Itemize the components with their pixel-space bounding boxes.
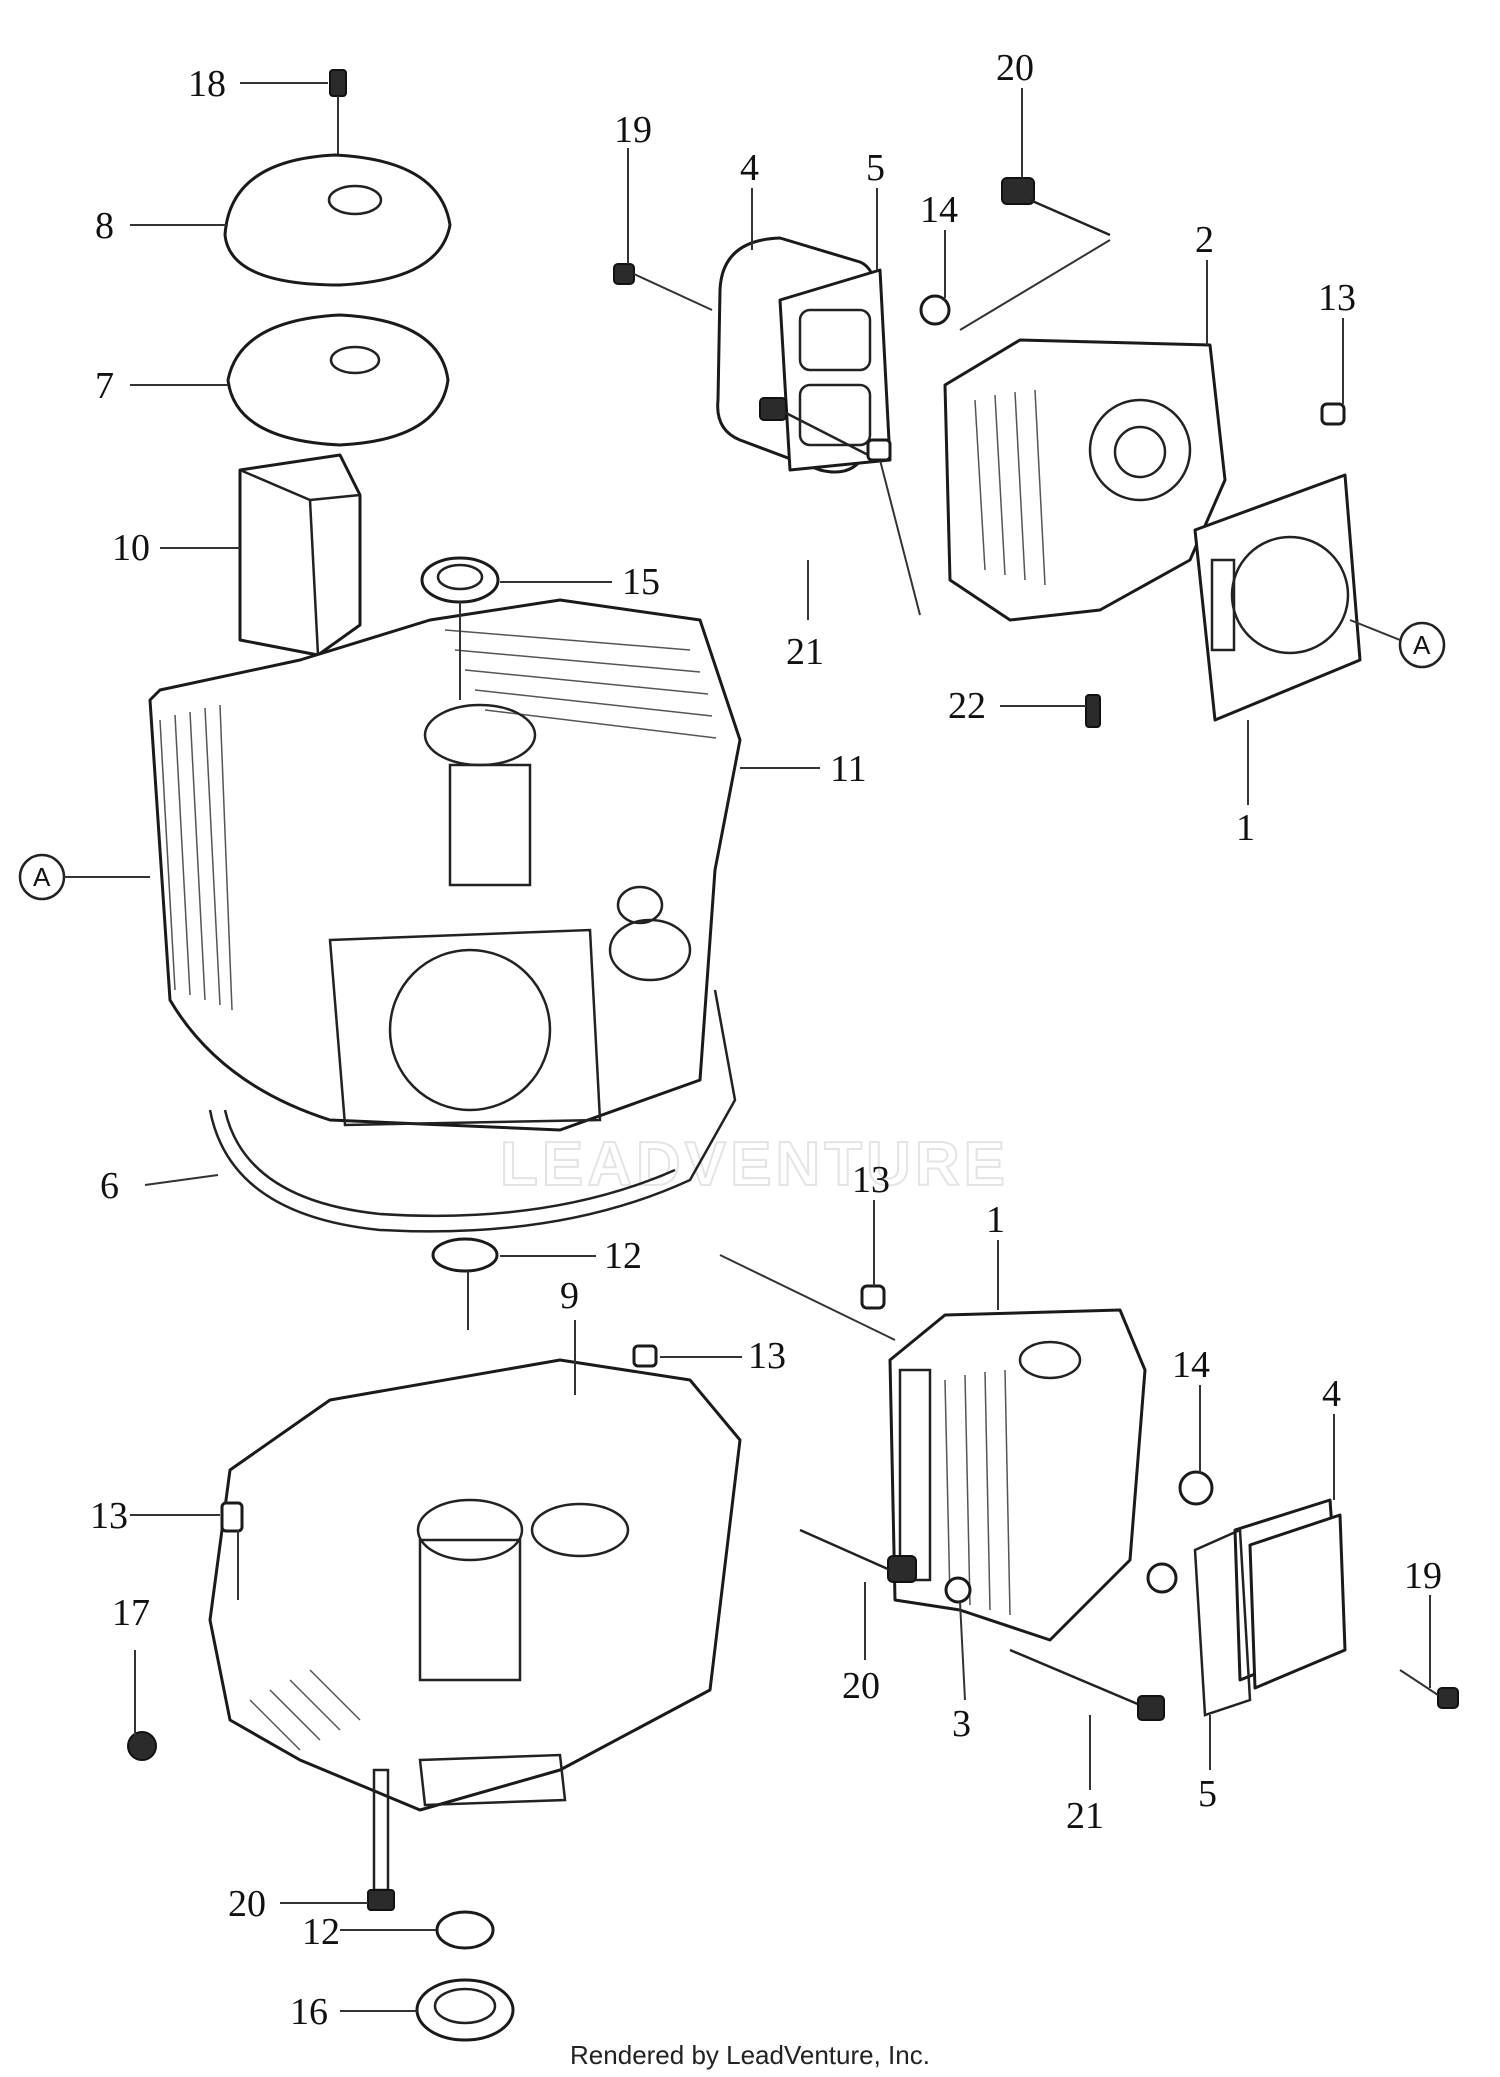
part-5-cover-gasket-lower	[1193, 1528, 1252, 1717]
callout-16: 16	[290, 1991, 328, 2033]
part-18-screw	[329, 69, 347, 160]
callout-3: 3	[952, 1703, 971, 1745]
callout-20-lower: 20	[228, 1883, 266, 1925]
callout-7: 7	[95, 365, 114, 407]
part-20-bolt-lower	[367, 1768, 395, 1911]
callout-12-upper: 12	[604, 1235, 642, 1277]
callout-1-lower: 1	[986, 1199, 1005, 1241]
part-11-cylinder-block	[148, 598, 742, 1132]
footer-credit: Rendered by LeadVenture, Inc.	[570, 2040, 930, 2070]
part-13-dowel-upper-right	[1320, 402, 1346, 426]
part-1-cylinder-head-lower	[888, 1308, 1147, 1642]
callout-4-lower: 4	[1322, 1373, 1341, 1415]
callout-14-upper: 14	[920, 189, 958, 231]
svg-text:A: A	[33, 862, 51, 892]
reference-marker-a-left: A	[18, 853, 150, 901]
callout-11: 11	[830, 748, 867, 790]
watermark-text: LEADVENTURE	[500, 1130, 1009, 1199]
part-17-drain-plug	[127, 1731, 157, 1761]
leader-lines	[130, 82, 1431, 2012]
callout-12-lower: 12	[302, 1911, 340, 1953]
callout-13-center: 13	[748, 1335, 786, 1377]
part-7-gasket	[226, 313, 450, 447]
callout-1-upper: 1	[1236, 807, 1255, 849]
part-2-cylinder-head	[943, 338, 1227, 622]
callout-22: 22	[948, 685, 986, 727]
callout-14-lower: 14	[1172, 1344, 1210, 1386]
part-12-o-ring-lower	[435, 1910, 495, 1950]
callout-15: 15	[622, 561, 660, 603]
callout-20-lower-right: 20	[842, 1665, 880, 1707]
callout-5-lower: 5	[1198, 1773, 1217, 1815]
part-20-bolt-lower-right	[799, 1528, 917, 1583]
callout-13-left: 13	[90, 1495, 128, 1537]
part-14-plug-lower	[1178, 1470, 1214, 1506]
callout-13-lower-right: 13	[852, 1159, 890, 1201]
callout-17: 17	[112, 1592, 150, 1634]
callout-4-upper: 4	[740, 147, 759, 189]
callout-20-upper: 20	[996, 47, 1034, 89]
part-19-screw-upper	[613, 263, 713, 311]
part-3-dowel	[944, 1576, 972, 1604]
part-19-screw-lower	[1399, 1669, 1459, 1709]
callout-2: 2	[1195, 219, 1214, 261]
part-10-filter	[238, 453, 362, 657]
part-16-oil-seal	[415, 1978, 515, 2042]
callout-8: 8	[95, 205, 114, 247]
part-13-dowel-lower-right	[860, 1284, 886, 1310]
part-21-bolt-lower	[1009, 1562, 1178, 1721]
callout-19-lower: 19	[1404, 1555, 1442, 1597]
callout-13-upper: 13	[1318, 277, 1356, 319]
part-20-bolt-upper	[959, 177, 1111, 331]
part-14-plug-upper	[919, 294, 951, 326]
part-12-o-ring-upper	[431, 1237, 499, 1330]
reference-marker-a-upper: A	[1349, 619, 1446, 669]
part-21-bolt-upper	[759, 397, 921, 616]
callout-labels: 18 8 7 10 15 11 6 12 9 13 13 17 20 12 16…	[90, 47, 1442, 2033]
part-15-oil-seal	[420, 556, 500, 700]
part-9-oil-pan	[208, 1358, 742, 1812]
part-1-head-gasket-upper	[1193, 473, 1362, 722]
callout-5-upper: 5	[866, 147, 885, 189]
part-6-crankcase-gasket	[208, 989, 737, 1233]
callout-10: 10	[112, 527, 150, 569]
svg-text:A: A	[1413, 630, 1431, 660]
callout-19-upper: 19	[614, 109, 652, 151]
part-4-valve-cover-lower	[1233, 1498, 1347, 1690]
part-22-stud	[1085, 694, 1101, 728]
callout-21-lower: 21	[1066, 1795, 1104, 1837]
callout-9: 9	[560, 1275, 579, 1317]
part-8-cover-plate	[223, 153, 452, 287]
part-13-dowel-center	[632, 1344, 658, 1368]
callout-21-upper: 21	[786, 631, 824, 673]
callout-18: 18	[188, 63, 226, 105]
part-13-dowel-left	[220, 1501, 244, 1533]
callout-6: 6	[100, 1165, 119, 1207]
